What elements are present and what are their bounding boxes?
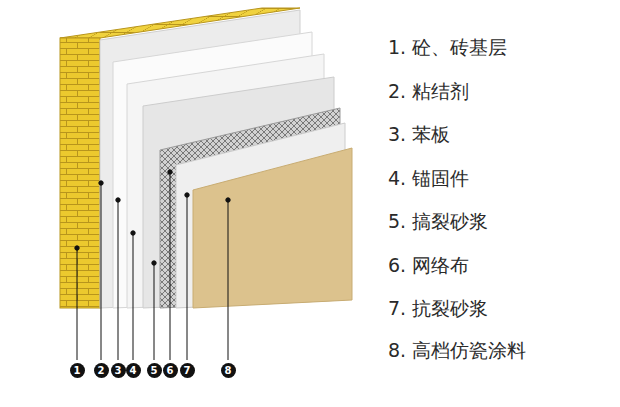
callout-number: 4 [126,363,141,378]
legend-list-item: 2. 粘结剂 [388,79,469,103]
leader-line [170,172,171,360]
legend-list-item: 3. 苯板 [388,122,450,146]
leader-line [118,200,119,360]
leader-dot [226,198,230,202]
leader-line [133,233,134,360]
leader-line [154,263,155,360]
leader-line [77,248,78,360]
legend-list-item: 7. 抗裂砂浆 [388,296,488,320]
legend-list-item: 1. 砼、砖基层 [388,35,507,59]
leader-dot [75,246,79,250]
leader-dot [152,261,156,265]
legend-list-item: 6. 网络布 [388,253,469,277]
brick-base-layer [60,38,100,308]
callout-number: 2 [94,363,109,378]
legend-list-item: 8. 高档仿瓷涂料 [388,338,526,362]
leader-dot [168,170,172,174]
callout-number: 6 [163,363,178,378]
leader-line [187,195,188,360]
legend-list-item: 4. 锚固件 [388,166,469,190]
callout-number: 3 [111,363,126,378]
leader-line [228,200,229,360]
leader-line [101,183,102,360]
leader-lines [75,170,230,360]
leader-dot [99,181,103,185]
callout-number: 7 [180,363,195,378]
callout-number: 8 [221,363,236,378]
callout-number: 5 [147,363,162,378]
coating-layer [193,148,352,308]
callout-number: 1 [70,363,85,378]
leader-dot [131,231,135,235]
leader-dot [116,198,120,202]
legend-list-item: 5. 搞裂砂浆 [388,209,488,233]
leader-dot [185,193,189,197]
